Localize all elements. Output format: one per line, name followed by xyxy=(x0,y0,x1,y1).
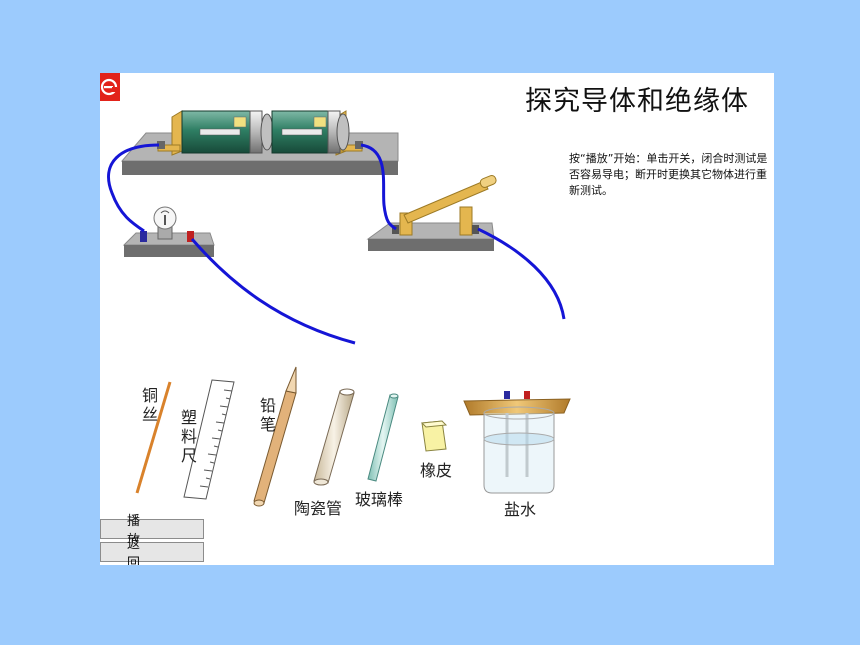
circuit-scene xyxy=(107,110,571,507)
label-pencil: 铅笔 xyxy=(260,396,277,434)
play-button[interactable]: 播放 xyxy=(100,514,204,548)
label-ceramic-tube: 陶瓷管 xyxy=(294,499,343,518)
switch-board xyxy=(366,206,495,251)
plastic-ruler[interactable] xyxy=(183,379,235,500)
pencil[interactable] xyxy=(253,366,297,507)
label-plastic-ruler: 塑料尺 xyxy=(181,408,198,465)
back-button[interactable]: 返回 xyxy=(100,537,204,565)
terminal xyxy=(157,141,165,149)
logo-icon xyxy=(100,73,120,101)
label-salt-water: 盐水 xyxy=(504,500,537,519)
page-title: 探究导体和绝缘体 xyxy=(525,86,749,117)
battery-cell xyxy=(181,110,274,154)
instructions-text: 按“播放”开始：单击开关，闭合时测试是否容易导电；断开时更换其它物体进行重新测试… xyxy=(569,152,768,197)
terminal xyxy=(472,225,479,234)
label-copper-wire: 铜丝 xyxy=(142,386,159,424)
bulb-board xyxy=(122,226,215,257)
terminal xyxy=(140,231,147,242)
eraser[interactable] xyxy=(420,420,448,452)
stage: 探究导体和绝缘体 按“播放”开始：单击开关，闭合时测试是否容易导电；断开时更换其… xyxy=(100,73,774,565)
battery-cell xyxy=(271,110,350,154)
terminal xyxy=(355,141,363,149)
copper-wire[interactable] xyxy=(135,381,172,494)
circuit-wires xyxy=(107,143,566,345)
glass-rod[interactable] xyxy=(367,393,399,482)
terminal xyxy=(187,231,194,242)
ceramic-tube[interactable] xyxy=(313,388,355,486)
label-eraser: 橡皮 xyxy=(420,461,453,480)
label-glass-rod: 玻璃棒 xyxy=(355,490,404,509)
salt-water-beaker[interactable] xyxy=(463,391,571,494)
knife-switch[interactable] xyxy=(403,174,497,224)
light-bulb-icon xyxy=(153,206,177,230)
